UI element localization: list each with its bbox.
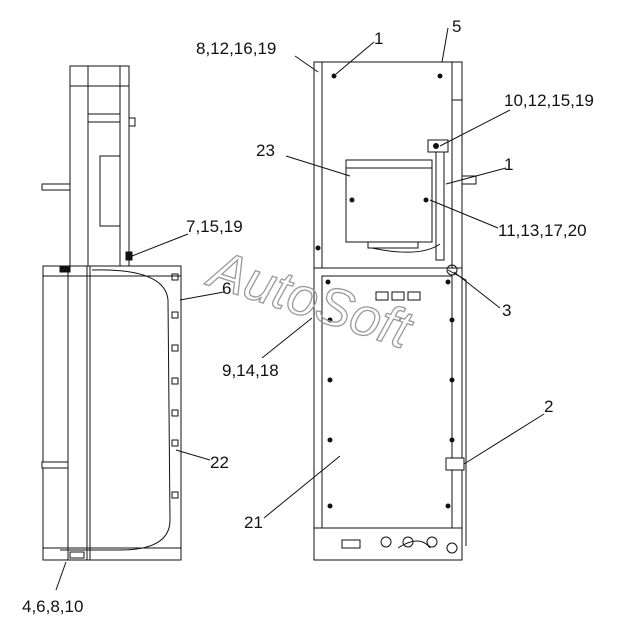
callout-6: 6 <box>222 279 231 298</box>
leader-8-12-16-19 <box>294 55 319 73</box>
front-view <box>313 61 477 561</box>
leader-22 <box>175 449 211 461</box>
leader-21 <box>263 455 341 519</box>
callout-3: 3 <box>502 301 511 320</box>
leader-6 <box>179 291 225 301</box>
callout-8-12-16-19: 8,12,16,19 <box>196 39 276 58</box>
callout-2: 2 <box>544 397 553 416</box>
callout-labels: 8,12,16,19 1 5 10,12,15,19 23 1 11,13,17… <box>22 17 594 616</box>
leader-9-14-18 <box>261 317 313 359</box>
callout-1-top: 1 <box>374 29 383 48</box>
leader-2 <box>463 413 545 465</box>
side-view <box>41 65 182 561</box>
leader-4-6-8-10 <box>55 561 67 591</box>
callout-10-12-15-19: 10,12,15,19 <box>504 91 594 110</box>
callout-7-15-19: 7,15,19 <box>186 217 243 236</box>
callout-22: 22 <box>210 453 229 472</box>
callout-4-6-8-10: 4,6,8,10 <box>22 597 83 616</box>
callout-5: 5 <box>452 17 461 36</box>
leader-7-15-19 <box>131 233 189 257</box>
leader-5 <box>441 27 449 63</box>
callout-23: 23 <box>256 141 275 160</box>
leader-lines <box>55 27 545 591</box>
leader-11-13-17-20 <box>429 199 499 229</box>
callout-11-13-17-20: 11,13,17,20 <box>498 221 587 240</box>
leader-1-top <box>335 41 375 75</box>
leader-3 <box>453 271 501 309</box>
leader-23 <box>285 155 351 177</box>
callout-9-14-18: 9,14,18 <box>222 361 279 380</box>
callout-21: 21 <box>244 513 263 532</box>
leader-10-12-15-19 <box>439 109 511 147</box>
callout-1-side: 1 <box>504 155 513 174</box>
leader-1-side <box>445 167 507 185</box>
